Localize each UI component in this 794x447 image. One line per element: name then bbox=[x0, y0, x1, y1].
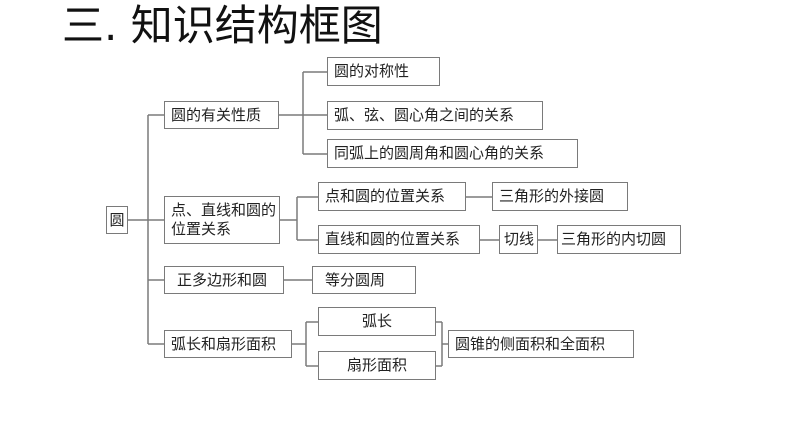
node-arc-length: 弧长 bbox=[318, 307, 436, 336]
node-line-circle: 直线和圆的位置关系 bbox=[318, 225, 480, 254]
page-title: 三. 知识结构框图 bbox=[62, 1, 383, 50]
node-inscribed-angle: 同弧上的圆周角和圆心角的关系 bbox=[327, 139, 578, 168]
node-sector-area: 扇形面积 bbox=[318, 351, 436, 380]
node-root: 圆 bbox=[106, 206, 128, 234]
node-symmetry: 圆的对称性 bbox=[327, 57, 440, 86]
node-cone-area: 圆锥的侧面积和全面积 bbox=[448, 330, 634, 358]
node-incircle: 三角形的内切圆 bbox=[557, 225, 681, 254]
node-properties: 圆的有关性质 bbox=[164, 101, 279, 129]
node-regular-polygon: 正多边形和圆 bbox=[164, 266, 284, 294]
node-point-circle: 点和圆的位置关系 bbox=[318, 182, 466, 211]
node-tangent: 切线 bbox=[499, 225, 538, 254]
node-arc-sector: 弧长和扇形面积 bbox=[164, 330, 292, 358]
node-circumcircle: 三角形的外接圆 bbox=[492, 182, 628, 211]
node-position: 点、直线和圆的位置关系 bbox=[164, 196, 280, 244]
node-arc-chord-angle: 弧、弦、圆心角之间的关系 bbox=[327, 101, 543, 130]
node-divide-circumference: 等分圆周 bbox=[312, 266, 416, 294]
